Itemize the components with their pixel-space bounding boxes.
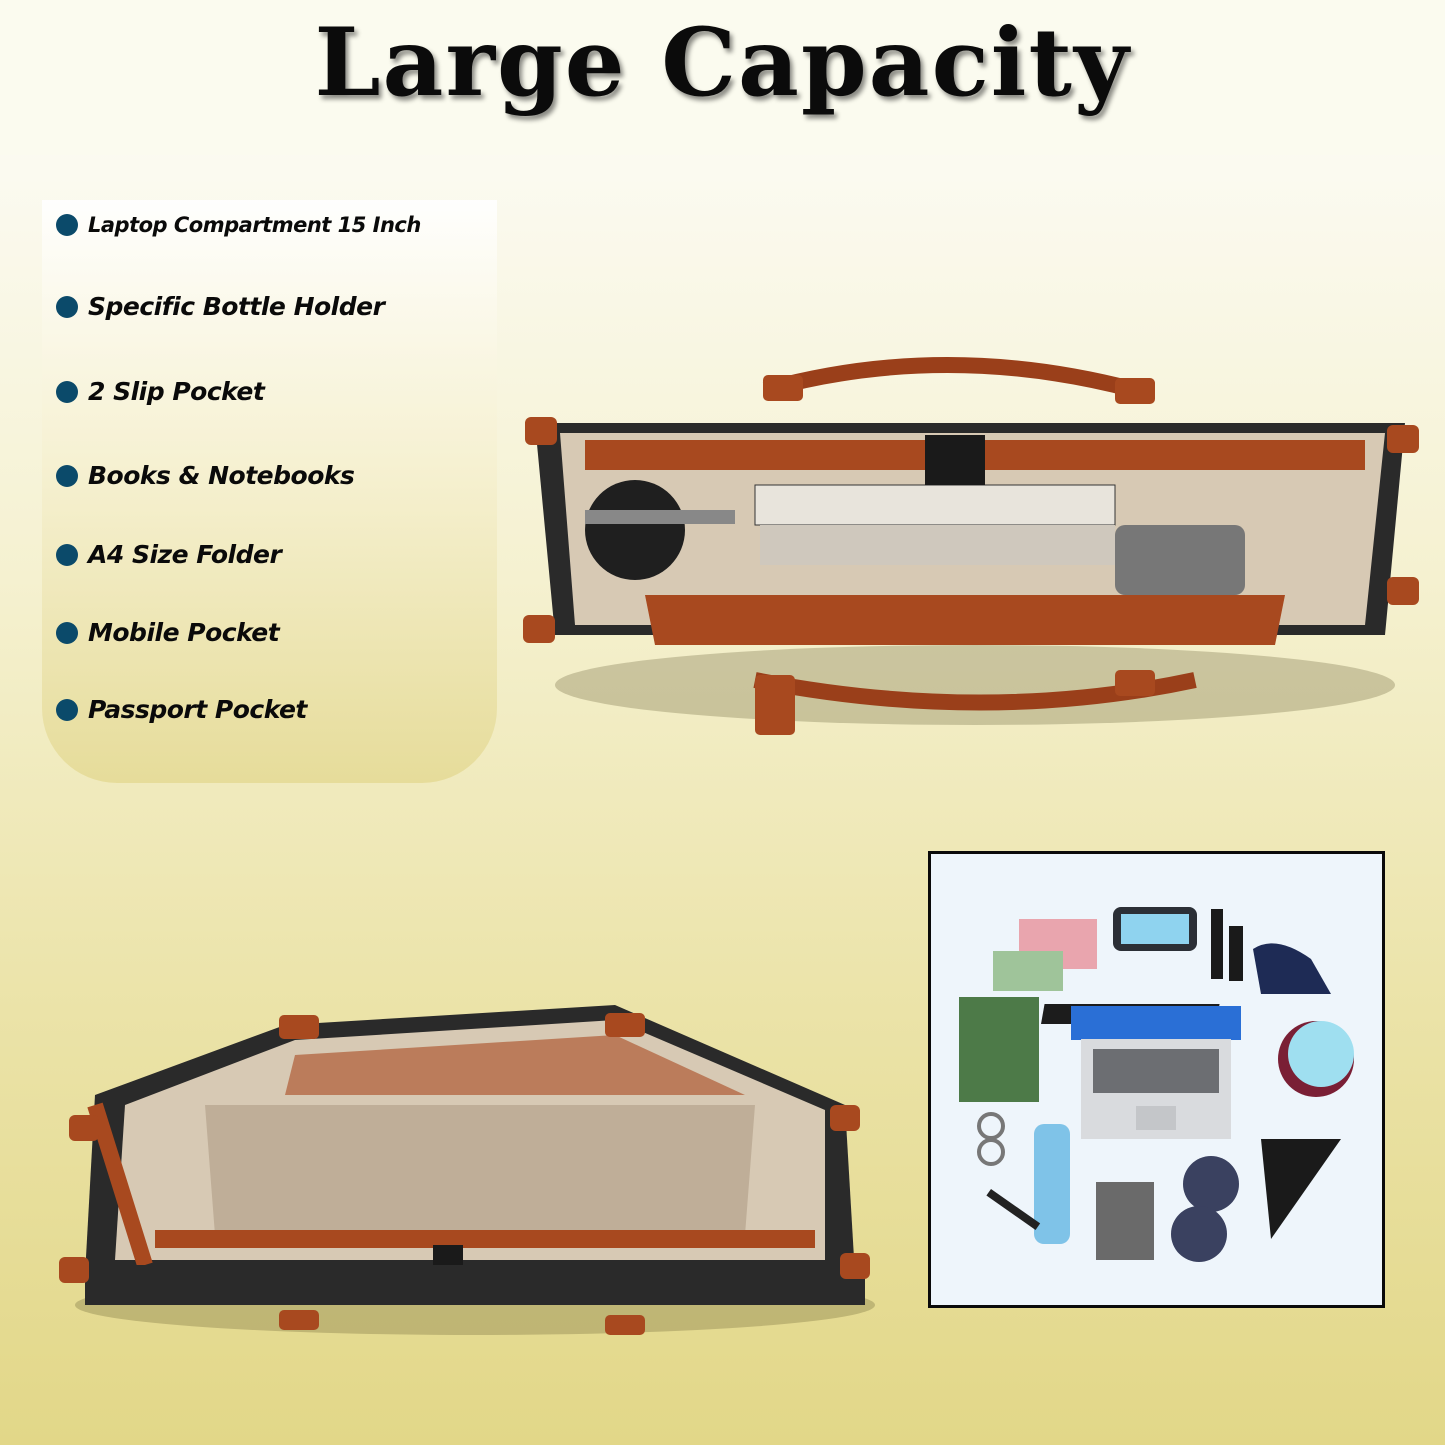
bullet-icon [56,295,78,318]
feature-label: A4 Size Folder [88,540,282,569]
feature-item: 2 Slip Pocket [56,377,265,406]
feature-item: Books & Notebooks [56,461,355,490]
feature-item: Mobile Pocket [56,618,280,647]
bullet-icon [56,543,78,566]
feature-label: Laptop Compartment 15 Inch [88,213,421,237]
bag-top-view-image [523,357,1419,735]
feature-label: Books & Notebooks [88,461,355,490]
feature-label: Passport Pocket [88,695,307,724]
feature-label: 2 Slip Pocket [88,377,265,406]
feature-label: Mobile Pocket [88,618,280,647]
page-title: Large Capacity [314,8,1131,118]
bag-contents-illustration [928,851,1385,1308]
bullet-icon [56,464,78,487]
header-band [0,0,1445,155]
bag-open-view-image [59,1005,875,1335]
feature-item: Passport Pocket [56,695,307,724]
bullet-icon [56,698,78,721]
contents-illustration-art [959,907,1354,1262]
feature-item: A4 Size Folder [56,540,282,569]
features-panel [42,200,497,783]
feature-label: Specific Bottle Holder [88,292,385,321]
feature-item: Specific Bottle Holder [56,292,385,321]
bullet-icon [56,621,78,644]
feature-item: Laptop Compartment 15 Inch [56,213,421,237]
bullet-icon [56,214,78,236]
bullet-icon [56,380,78,403]
